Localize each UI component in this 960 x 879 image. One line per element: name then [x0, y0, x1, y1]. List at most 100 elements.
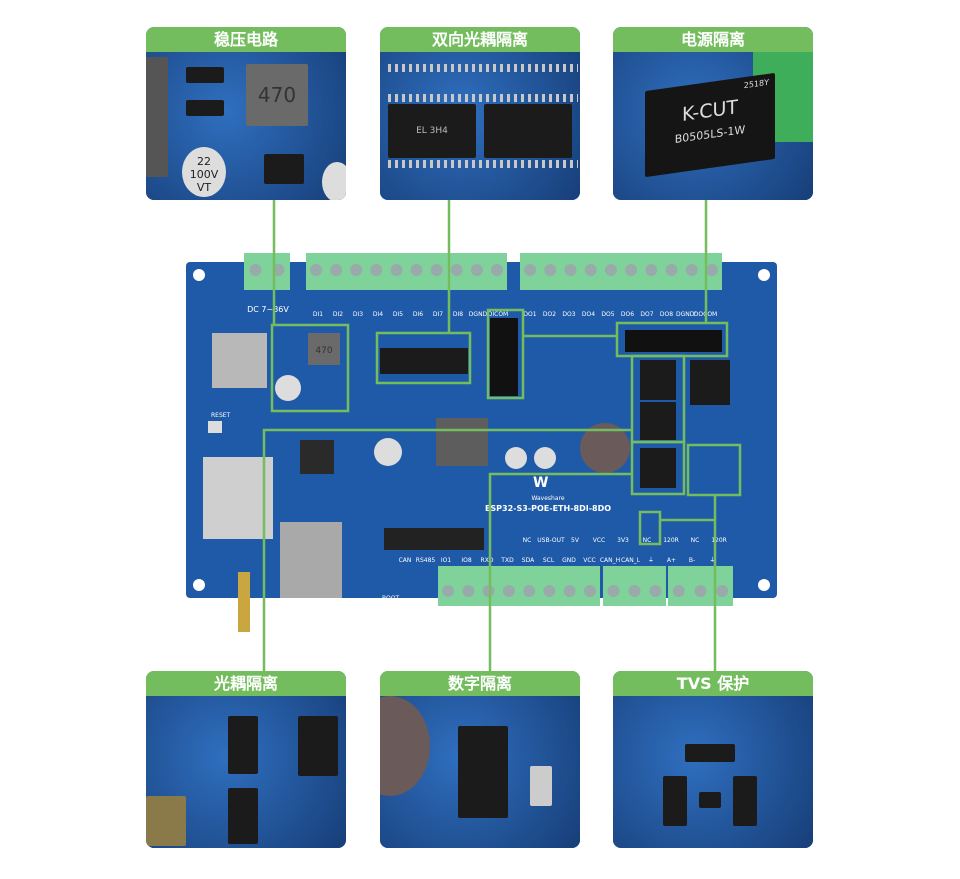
reset-button[interactable]	[208, 421, 222, 433]
terminal-screw[interactable]	[430, 264, 443, 276]
power-isolation-module	[625, 330, 722, 352]
terminal-screw[interactable]	[350, 264, 363, 276]
terminal-screw[interactable]	[649, 585, 662, 597]
capacitor	[534, 447, 556, 469]
power-isolation-photo: K-CUT B0505LS-1W 2518Y	[613, 52, 813, 200]
optocoupler-chips	[380, 348, 468, 374]
isolator-chip	[640, 402, 676, 440]
terminal-block	[520, 253, 722, 290]
optocoupler-photo: EL 3H4	[380, 52, 580, 200]
terminal-screw[interactable]	[502, 585, 515, 597]
callout-title: 光耦隔离	[146, 671, 346, 696]
terminal-screw[interactable]	[543, 585, 556, 597]
terminal-screw[interactable]	[249, 264, 262, 276]
terminal-screw[interactable]	[705, 264, 718, 276]
box-optocoupler	[375, 331, 472, 385]
silkscreen-label: NC	[643, 537, 652, 544]
callout-power-isolation: 电源隔离 K-CUT B0505LS-1W 2518Y	[613, 27, 813, 200]
terminal-screw[interactable]	[330, 264, 343, 276]
silkscreen-label: DI1	[313, 311, 323, 318]
mount-hole	[758, 579, 770, 591]
terminal-screw[interactable]	[544, 264, 557, 276]
terminal-screw[interactable]	[607, 585, 620, 597]
terminal-screw[interactable]	[310, 264, 323, 276]
callout-title: 稳压电路	[146, 27, 346, 52]
terminal-screw[interactable]	[410, 264, 423, 276]
terminal-block	[438, 566, 600, 606]
silkscreen-label: DO5	[601, 311, 614, 318]
box-tvs-small	[638, 510, 662, 546]
capacitor	[275, 375, 301, 401]
silkscreen-label: DO7	[640, 311, 653, 318]
callout-title: 电源隔离	[613, 27, 813, 52]
power-label: DC 7~36V	[247, 305, 289, 314]
terminal-screw[interactable]	[524, 264, 537, 276]
boot-label: BOOT	[382, 595, 399, 602]
inductor-text: 470	[315, 346, 332, 356]
silkscreen-label: DI7	[433, 311, 443, 318]
silkscreen-label: DI6	[413, 311, 423, 318]
silkscreen-label: A+	[667, 557, 676, 564]
terminal-screw[interactable]	[672, 585, 685, 597]
terminal-screw[interactable]	[470, 264, 483, 276]
silkscreen-label: DO6	[621, 311, 634, 318]
terminal-screw[interactable]	[584, 264, 597, 276]
rj45-port	[280, 522, 342, 598]
terminal-screw[interactable]	[625, 264, 638, 276]
silkscreen-label: RXD	[481, 557, 494, 564]
terminal-screw[interactable]	[628, 585, 641, 597]
terminal-screw[interactable]	[370, 264, 383, 276]
inductor-label: 470	[246, 64, 308, 126]
terminal-screw[interactable]	[490, 264, 503, 276]
terminal-screw[interactable]	[442, 585, 455, 597]
capacitor-label: 22 100V VT	[182, 147, 226, 197]
silkscreen-label: NC	[691, 537, 700, 544]
waveshare-logo: W	[533, 475, 548, 491]
transformer	[436, 418, 488, 466]
silkscreen-label: DI8	[453, 311, 463, 318]
terminal-screw[interactable]	[462, 585, 475, 597]
terminal-screw[interactable]	[390, 264, 403, 276]
silkscreen-label: DO2	[543, 311, 556, 318]
terminal-screw[interactable]	[272, 264, 285, 276]
silkscreen-label: IO1	[441, 557, 451, 564]
terminal-screw[interactable]	[645, 264, 658, 276]
box-voltage-regulator	[270, 323, 350, 413]
terminal-screw[interactable]	[665, 264, 678, 276]
terminal-screw[interactable]	[685, 264, 698, 276]
mount-hole	[193, 269, 205, 281]
capacitor	[374, 438, 402, 466]
silkscreen-label: DI4	[373, 311, 383, 318]
terminal-screw[interactable]	[583, 585, 596, 597]
callout-tvs-protection: TVS 保护	[613, 671, 813, 848]
silkscreen-label: 5V	[571, 537, 580, 544]
silkscreen-label: DI2	[333, 311, 343, 318]
terminal-screw[interactable]	[564, 264, 577, 276]
sma-antenna-connector	[238, 572, 250, 632]
terminal-screw[interactable]	[523, 585, 536, 597]
mount-hole	[758, 269, 770, 281]
silkscreen-label: CAN_H	[600, 557, 620, 564]
coin-cell-holder	[580, 423, 630, 473]
callout-title: 数字隔离	[380, 671, 580, 696]
callout-bidirectional-optocoupler: 双向光耦隔离 EL 3H4	[380, 27, 580, 200]
terminal-block	[244, 253, 290, 290]
terminal-screw[interactable]	[482, 585, 495, 597]
brand-label: Waveshare	[531, 495, 564, 502]
terminal-screw[interactable]	[450, 264, 463, 276]
callout-optocoupler-isolation: 光耦隔离	[146, 671, 346, 848]
terminal-screw[interactable]	[716, 585, 729, 597]
isolator-chip	[640, 360, 676, 400]
terminal-screw[interactable]	[694, 585, 707, 597]
silkscreen-label: B-	[689, 557, 695, 564]
silkscreen-label: SDA	[522, 557, 535, 564]
silkscreen-label: DICOM	[488, 311, 508, 318]
digital-isolator-chip	[640, 448, 676, 488]
terminal-screw[interactable]	[563, 585, 576, 597]
terminal-screw[interactable]	[604, 264, 617, 276]
ethernet-controller	[300, 440, 334, 474]
terminal-block	[668, 566, 733, 606]
silkscreen-label: NC	[523, 537, 532, 544]
